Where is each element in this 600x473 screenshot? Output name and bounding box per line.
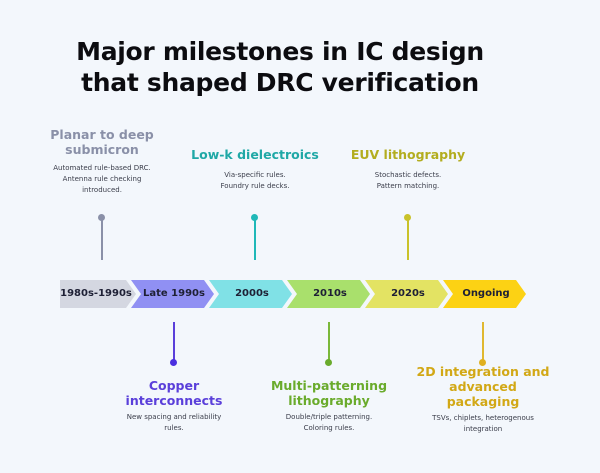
- connector-dot: [479, 359, 486, 366]
- stage-label-1980s-1990s: 1980s-1990s: [60, 288, 132, 299]
- milestone-2d-integration-advanced-packaging: 2D integration and advanced packaging TS…: [408, 364, 558, 435]
- milestone-heading: Planar to deep submicron: [50, 127, 154, 157]
- connector-dot: [325, 359, 332, 366]
- connector-dot: [251, 214, 258, 221]
- chevron-2010s: [287, 280, 370, 308]
- milestone-heading: EUV lithography: [350, 147, 466, 162]
- milestone-description: Stochastic defects. Pattern matching.: [374, 171, 442, 190]
- milestone-heading: Copper interconnects: [125, 378, 223, 408]
- stage-label-2000s: 2000s: [235, 288, 269, 299]
- milestone-description: Via-specific rules. Foundry rule decks.: [220, 171, 290, 190]
- milestone-heading: Multi-patterning lithography: [270, 378, 388, 408]
- stage-label-2010s: 2010s: [313, 288, 347, 299]
- connector-stem: [254, 218, 256, 260]
- chevron-2020s: [365, 280, 448, 308]
- connector-dot: [98, 214, 105, 221]
- milestone-description: New spacing and reliability rules.: [126, 413, 222, 432]
- milestone-low-k-dielectrics: Low-k dielectroics Via-specific rules. F…: [185, 147, 325, 192]
- page-title: Major milestones in IC design that shape…: [0, 36, 560, 98]
- milestone-description: Automated rule-based DRC. Antenna rule c…: [53, 164, 151, 194]
- chevron-2000s: [209, 280, 292, 308]
- connector-stem: [101, 218, 103, 260]
- milestone-description: TSVs, chiplets, heterogenous integration: [432, 414, 534, 433]
- stage-label-late-1990s: Late 1990s: [143, 288, 205, 299]
- title-line-2: that shaped DRC verification: [81, 68, 479, 97]
- connector-stem: [328, 322, 330, 362]
- milestone-copper-interconnects: Copper interconnects New spacing and rel…: [104, 378, 244, 434]
- chevron-late-1990s: [131, 280, 214, 308]
- milestone-heading: 2D integration and advanced packaging: [416, 364, 550, 409]
- chevron-1980s-1990s: [60, 280, 136, 308]
- milestone-multi-patterning-lithography: Multi-patterning lithography Double/trip…: [259, 378, 399, 434]
- connector-dot: [404, 214, 411, 221]
- milestone-heading: Low-k dielectroics: [191, 147, 319, 162]
- connector-stem: [173, 322, 175, 362]
- connector-dot: [170, 359, 177, 366]
- stage-label-2020s: 2020s: [391, 288, 425, 299]
- connector-stem: [407, 218, 409, 260]
- milestone-euv-lithography: EUV lithography Stochastic defects. Patt…: [338, 147, 478, 192]
- milestone-description: Double/triple patterning. Coloring rules…: [285, 413, 373, 432]
- title-line-1: Major milestones in IC design: [76, 37, 484, 66]
- chevron-ongoing: [443, 280, 526, 308]
- milestone-planar-to-deep-submicron: Planar to deep submicron Automated rule-…: [32, 127, 172, 196]
- stage-label-ongoing: Ongoing: [462, 288, 510, 299]
- connector-stem: [482, 322, 484, 362]
